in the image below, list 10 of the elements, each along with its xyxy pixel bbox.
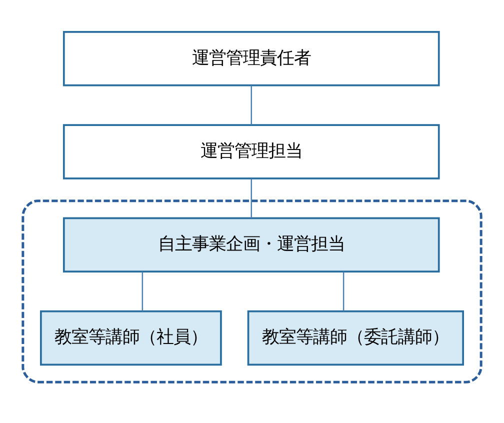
node-box: 自主事業企画・運営担当 xyxy=(62,216,440,272)
connector xyxy=(142,271,144,311)
connector xyxy=(250,85,252,124)
connector xyxy=(250,178,252,218)
node-box: 教室等講師（委託講師） xyxy=(247,310,464,366)
node-box: 教室等講師（社員） xyxy=(40,310,222,366)
node-box: 運営管理責任者 xyxy=(62,30,440,86)
cluster xyxy=(22,199,482,383)
node-box: 運営管理担当 xyxy=(62,124,440,179)
connector xyxy=(342,271,344,311)
